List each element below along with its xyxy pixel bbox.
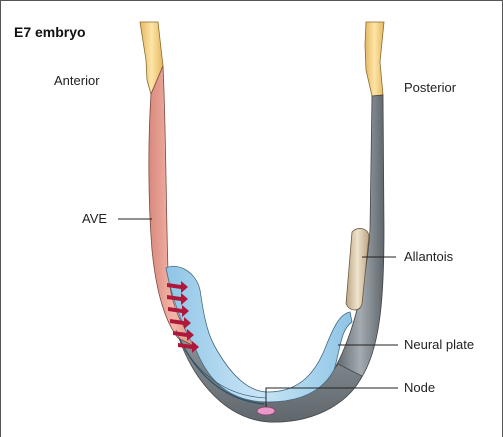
anterior-label: Anterior — [54, 73, 100, 88]
node-label: Node — [404, 380, 435, 395]
allantois-label: Allantois — [404, 249, 453, 264]
neural-plate-label: Neural plate — [404, 337, 474, 352]
posterior-label: Posterior — [404, 80, 456, 95]
neural-plate-region — [166, 266, 352, 402]
node-shape — [257, 407, 275, 415]
figure-title: E7 embryo — [14, 24, 86, 40]
ave-label: AVE — [82, 211, 107, 226]
extraembryonic-posterior — [365, 22, 384, 96]
